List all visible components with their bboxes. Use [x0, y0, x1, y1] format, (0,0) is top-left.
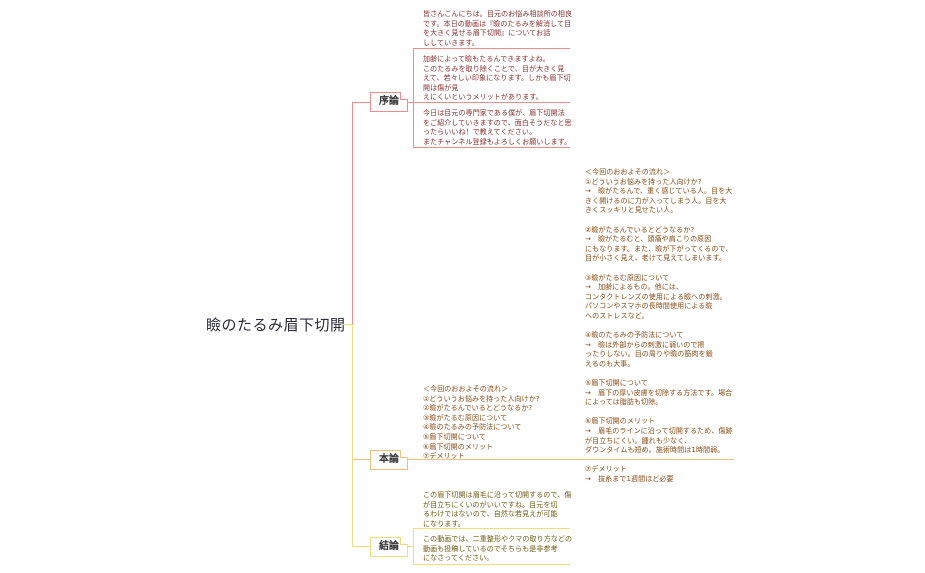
body-outline-note[interactable]: ＜今回のおおよその流れ＞ ①どういうお悩みを持った人向けか? ②瞼がたるんでいる… — [423, 385, 540, 461]
central-topic[interactable]: 瞼のたるみ眉下切開 — [206, 316, 346, 334]
topic-conclusion[interactable]: 結論 — [370, 537, 408, 557]
conclusion-note-1-underline — [413, 528, 570, 529]
connector-conclusion-h — [352, 546, 372, 547]
connector-intro-h — [352, 102, 372, 103]
connector-conclusion-trunk — [352, 324, 353, 547]
conclusion-note-1[interactable]: この眉下切開は眉毛に沿って切開するので、傷 が目立ちにくいのがいいですね。目元を… — [423, 491, 572, 528]
connector-body-h — [352, 459, 372, 460]
note-icon — [400, 450, 408, 458]
intro-note-1-underline — [413, 48, 570, 49]
connector-root — [342, 324, 354, 325]
conclusion-note-2-underline — [413, 564, 570, 565]
connector-intro-out — [406, 102, 413, 103]
intro-note-3[interactable]: 今日は目元の専門家である僕が、眉下切開法 をご紹介していきますので、面白そうだな… — [423, 109, 572, 146]
intro-note-1[interactable]: 皆さんこんにちは。目元のお悩み相談所の相良 です。本日の動画は『瞼のたるみを解消… — [423, 10, 573, 47]
topic-intro-label: 序論 — [379, 96, 399, 107]
connector-conclusion-out — [406, 546, 413, 547]
connector-conclusion-bracket — [413, 528, 414, 565]
body-detail-note[interactable]: ＜今回のおおよその流れ＞ ①どういうお悩みを持った人向けか? → 瞼がたるんで、… — [585, 168, 733, 483]
intro-note-3-underline — [413, 147, 570, 148]
connector-body-out — [406, 459, 734, 460]
topic-body[interactable]: 本論 — [370, 450, 408, 470]
intro-note-2-underline — [413, 102, 570, 103]
topic-conclusion-label: 結論 — [379, 541, 399, 552]
intro-note-2[interactable]: 加齢によって瞼もたるんできますよね。 このたるみを取り除くことで、目が大きく見 … — [423, 55, 571, 102]
conclusion-note-2[interactable]: この動画では、二重整形やクマの取り方などの 動画も投稿しているのでそちらも是非参… — [423, 535, 573, 563]
topic-intro[interactable]: 序論 — [370, 92, 408, 112]
connector-intro-trunk — [352, 102, 353, 324]
note-icon — [400, 537, 408, 545]
topic-body-label: 本論 — [379, 454, 399, 465]
connector-intro-bracket — [413, 48, 414, 148]
note-icon — [400, 92, 408, 100]
